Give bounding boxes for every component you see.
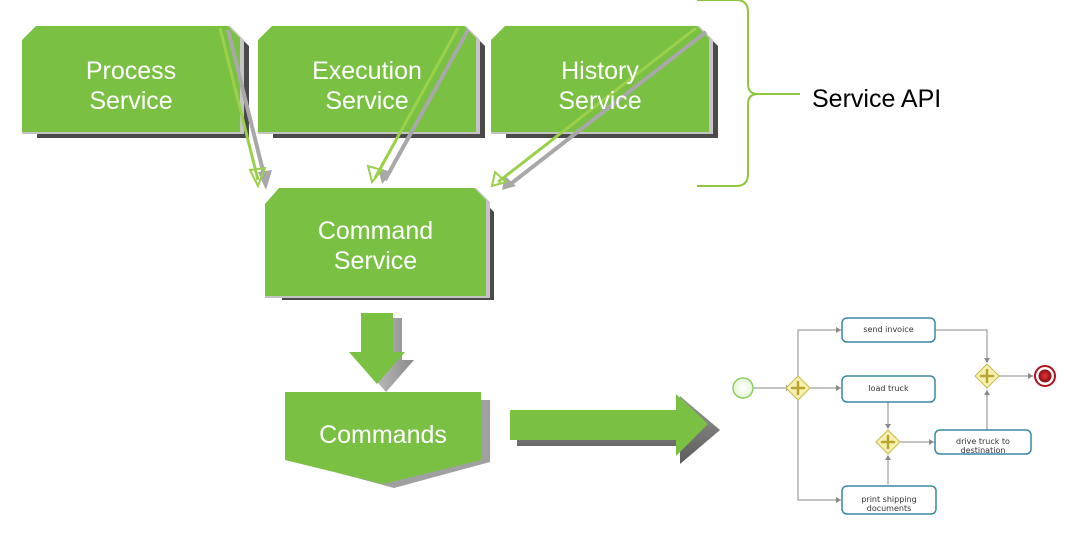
commands-label: Commands <box>319 421 447 449</box>
service-api-brace <box>697 0 800 187</box>
right-arrow <box>510 394 720 464</box>
process-diagram <box>732 317 1056 515</box>
join-gateway-bottom <box>875 429 901 455</box>
send-invoice-label: send invoice <box>863 325 914 334</box>
command-service-box <box>265 188 494 300</box>
print-shipping-label: print shipping documents <box>861 495 917 513</box>
load-truck-label: load truck <box>868 384 909 393</box>
process-service-label: Process Service <box>22 56 240 116</box>
history-service-label: History Service <box>491 56 709 116</box>
command-service-line1: Command <box>317 217 434 245</box>
split-gateway <box>785 375 811 401</box>
execution-to-command-arrow <box>366 27 470 185</box>
command-service-line2: Service <box>333 247 418 275</box>
start-event <box>732 377 754 399</box>
execution-service-line1: Execution <box>312 57 422 85</box>
history-service-line1: History <box>561 57 639 85</box>
task-drive-truck <box>934 429 1032 455</box>
execution-service-box <box>258 26 485 138</box>
task-print-shipping <box>841 485 937 515</box>
history-to-command-arrow <box>490 26 708 190</box>
history-service-box <box>491 26 718 138</box>
task-load-truck <box>841 375 936 403</box>
history-service-line2: Service <box>558 87 642 115</box>
commands-box <box>285 392 490 488</box>
drive-truck-label: drive truck to destination <box>956 437 1010 455</box>
process-service-line2: Service <box>89 87 173 115</box>
service-api-label: Service API <box>812 85 942 113</box>
execution-service-line2: Service <box>325 87 409 115</box>
process-service-line1: Process <box>85 57 177 85</box>
execution-service-label: Execution Service <box>258 56 476 116</box>
process-service-box <box>22 26 249 138</box>
join-gateway-top <box>974 363 1000 389</box>
command-service-label: Command Service <box>265 216 486 276</box>
down-arrow <box>349 313 414 392</box>
task-send-invoice <box>841 317 936 343</box>
process-to-command-arrow <box>218 27 272 190</box>
